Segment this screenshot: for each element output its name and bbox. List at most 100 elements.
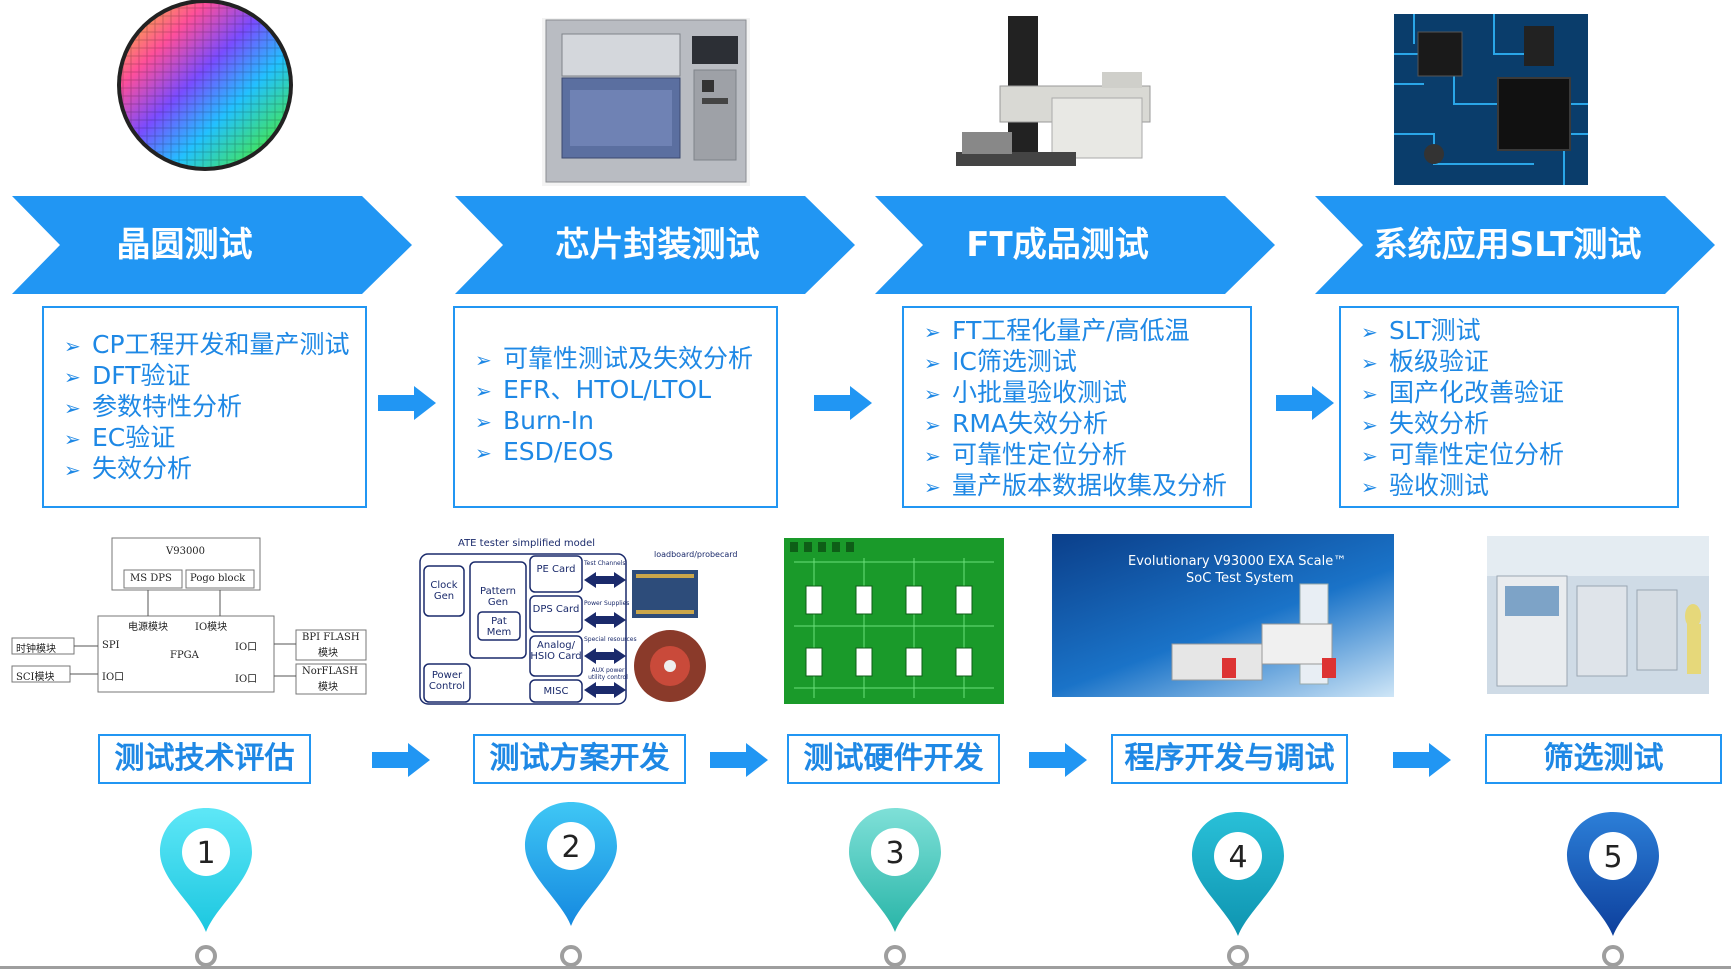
step-label-2: 测试方案开发: [473, 734, 686, 784]
list-item: ➢RMA失效分析: [924, 409, 1109, 438]
list-item: ➢失效分析: [1361, 409, 1490, 438]
step-number: 2: [561, 830, 581, 865]
diagram-label: BPI FLASH: [302, 632, 360, 643]
stage-title: 晶圆测试: [116, 225, 253, 265]
diagram-label: IO口: [235, 674, 258, 685]
chevron-right-icon: ➢: [924, 320, 941, 344]
ate-label: DPS Card: [532, 604, 580, 615]
pin-shape: [160, 808, 252, 932]
chevron-right-icon: ➢: [1361, 475, 1378, 499]
list-item: ➢CP工程开发和量产测试: [64, 330, 350, 359]
step-label-5: 筛选测试: [1485, 734, 1722, 784]
list-item: ➢IC筛选测试: [924, 347, 1077, 376]
chevron-right-icon: ➢: [475, 441, 492, 465]
banner-line-2: SoC Test System: [1186, 571, 1294, 586]
step-label-1: 测试技术评估: [98, 734, 311, 784]
step-number: 1: [196, 836, 216, 871]
list-item: ➢验收测试: [1361, 471, 1490, 500]
detail-box-slt: ➢SLT测试 ➢板级验证 ➢国产化改善验证 ➢失效分析 ➢可靠性定位分析 ➢验收…: [1339, 306, 1679, 508]
chevron-right-icon: ➢: [1361, 382, 1378, 406]
list-item: ➢小批量验收测试: [924, 378, 1128, 407]
step-label-3: 测试硬件开发: [787, 734, 1000, 784]
diagram-label: Pogo block: [190, 573, 246, 584]
list-item: ➢EFR、HTOL/LTOL: [475, 375, 712, 404]
diagram-label: IO口: [102, 672, 125, 683]
stage-arrow-slt: 系统应用SLT测试: [1315, 196, 1715, 294]
ate-label: Power Control: [428, 670, 466, 692]
stage-title: FT成品测试: [966, 225, 1149, 265]
arrow-right-icon: [710, 743, 768, 777]
diagram-label: MS DPS: [130, 573, 172, 584]
list-item: ➢可靠性定位分析: [1361, 440, 1565, 469]
chevron-right-icon: ➢: [1361, 444, 1378, 468]
map-pin-icon-1: 1: [156, 806, 256, 936]
ate-label: Pattern Gen: [480, 586, 516, 608]
arrow-right-icon: [1276, 386, 1334, 420]
chevron-right-icon: ➢: [64, 396, 81, 420]
chevron-right-icon: ➢: [924, 413, 941, 437]
list-item: ➢FT工程化量产/高低温: [924, 316, 1190, 345]
list-item: ➢Burn-In: [475, 406, 594, 435]
ate-label: AUX power utility control: [588, 667, 628, 681]
chevron-right-icon: ➢: [924, 351, 941, 375]
map-pin-icon-2: 2: [521, 800, 621, 930]
chevron-right-icon: ➢: [475, 348, 492, 372]
list-item: ➢可靠性定位分析: [924, 440, 1128, 469]
step-number: 3: [885, 836, 905, 871]
wafer-photo: [115, 0, 295, 175]
diagram-label: 电源模块: [128, 622, 168, 633]
ate-label: Power Supplies: [584, 600, 630, 607]
list-item: ➢EC验证: [64, 423, 176, 452]
diagram-label: NorFLASH: [302, 666, 358, 677]
detail-box-ft: ➢FT工程化量产/高低温 ➢IC筛选测试 ➢小批量验收测试 ➢RMA失效分析 ➢…: [902, 306, 1252, 508]
v93000-block-diagram: V93000 MS DPS Pogo block 电源模块 IO模块 FPGA …: [10, 536, 370, 696]
arrow-right-icon: [1393, 743, 1451, 777]
chevron-right-icon: ➢: [64, 458, 81, 482]
timeline-dot: [1227, 945, 1249, 967]
map-pin-icon-4: 4: [1188, 810, 1288, 940]
chevron-right-icon: ➢: [475, 410, 492, 434]
v93000-banner: Evolutionary V93000 EXA Scale™ SoC Test …: [1052, 534, 1394, 697]
stage-title: 芯片封装测试: [555, 225, 760, 265]
ate-label: Test Channels: [584, 560, 626, 567]
diagram-label: SCI模块: [16, 672, 55, 683]
timeline-line: [0, 966, 1731, 969]
detail-box-package: ➢可靠性测试及失效分析 ➢EFR、HTOL/LTOL ➢Burn-In ➢ESD…: [453, 306, 778, 508]
step-number: 4: [1228, 840, 1248, 875]
list-item: ➢国产化改善验证: [1361, 378, 1565, 407]
chevron-right-icon: ➢: [64, 427, 81, 451]
stage-arrow-package: 芯片封装测试: [455, 196, 855, 294]
chevron-right-icon: ➢: [1361, 351, 1378, 375]
detail-box-wafer: ➢CP工程开发和量产测试 ➢DFT验证 ➢参数特性分析 ➢EC验证 ➢失效分析: [42, 306, 367, 508]
ft-handler-photo: [952, 12, 1172, 177]
map-pin-icon-5: 5: [1563, 810, 1663, 940]
diagram-label: FPGA: [170, 650, 199, 661]
banner-line-1: Evolutionary V93000 EXA Scale™: [1128, 554, 1347, 569]
chevron-right-icon: ➢: [475, 379, 492, 403]
ate-label: Analog/ HSIO Card: [530, 640, 582, 662]
diagram-label: SPI: [102, 640, 120, 651]
stage-arrow-wafer: 晶圆测试: [12, 196, 412, 294]
list-item: ➢DFT验证: [64, 361, 191, 390]
ate-label: Special resources: [584, 636, 637, 643]
timeline-dot: [560, 945, 582, 967]
green-pcb-photo: [784, 538, 1004, 704]
list-item: ➢可靠性测试及失效分析: [475, 344, 754, 373]
chevron-right-icon: ➢: [924, 382, 941, 406]
cleanroom-photo: [1487, 536, 1709, 694]
chevron-right-icon: ➢: [1361, 320, 1378, 344]
ate-label: Pat Mem: [486, 616, 512, 638]
timeline-dot: [195, 945, 217, 967]
chevron-right-icon: ➢: [1361, 413, 1378, 437]
stage-arrow-ft: FT成品测试: [875, 196, 1275, 294]
diagram-label: IO模块: [195, 622, 228, 633]
timeline-dot: [1602, 945, 1624, 967]
arrow-right-icon: [814, 386, 872, 420]
ate-model-diagram: ATE tester simplified model Clock Gen Pa…: [418, 536, 752, 706]
ate-label: Clock Gen: [430, 580, 458, 602]
chevron-right-icon: ➢: [64, 365, 81, 389]
list-item: ➢失效分析: [64, 454, 193, 483]
thermal-chamber-photo: [542, 18, 750, 186]
diagram-label: V93000: [166, 546, 206, 557]
step-number: 5: [1603, 840, 1623, 875]
